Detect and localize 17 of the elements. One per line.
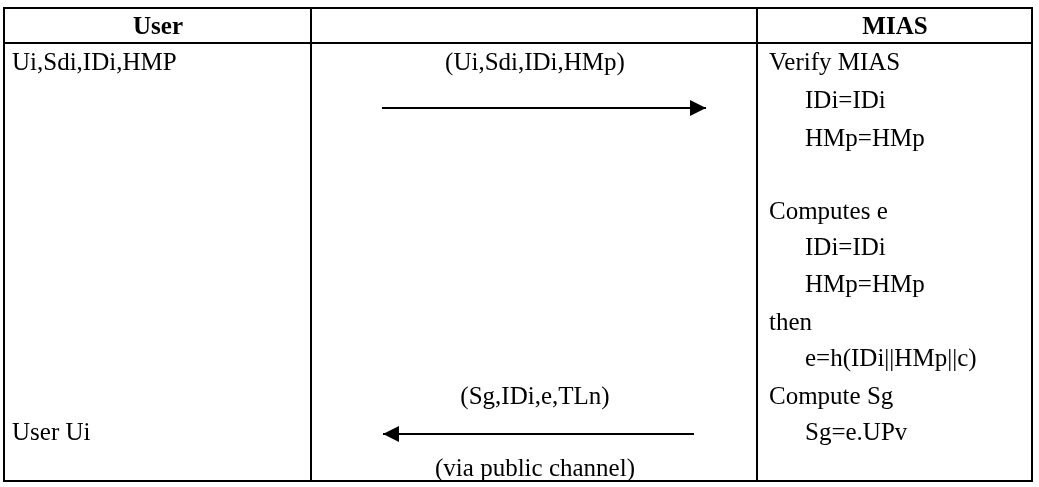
step-text: then <box>769 307 813 337</box>
step-text: HMp=HMp <box>805 269 925 299</box>
party-text: User Ui <box>12 417 91 447</box>
step-text: HMp=HMp <box>805 123 925 153</box>
column-header: MIAS <box>862 11 928 41</box>
channel-note: (via public channel) <box>435 453 635 483</box>
message-label: (Sg,IDi,e,TLn) <box>460 381 610 411</box>
step-text: e=h(IDi||HMp||c) <box>805 343 977 373</box>
step-text: Compute Sg <box>769 381 894 411</box>
message-label: (Ui,Sdi,IDi,HMp) <box>445 47 625 77</box>
column-header: User <box>133 11 183 41</box>
step-text: Sg=e.UPv <box>805 417 908 447</box>
party-text: Ui,Sdi,IDi,HMP <box>12 47 177 77</box>
step-text: IDi=IDi <box>805 85 886 115</box>
step-text: IDi=IDi <box>805 232 886 262</box>
step-text: Verify MIAS <box>769 47 901 77</box>
step-text: Computes e <box>769 196 888 226</box>
